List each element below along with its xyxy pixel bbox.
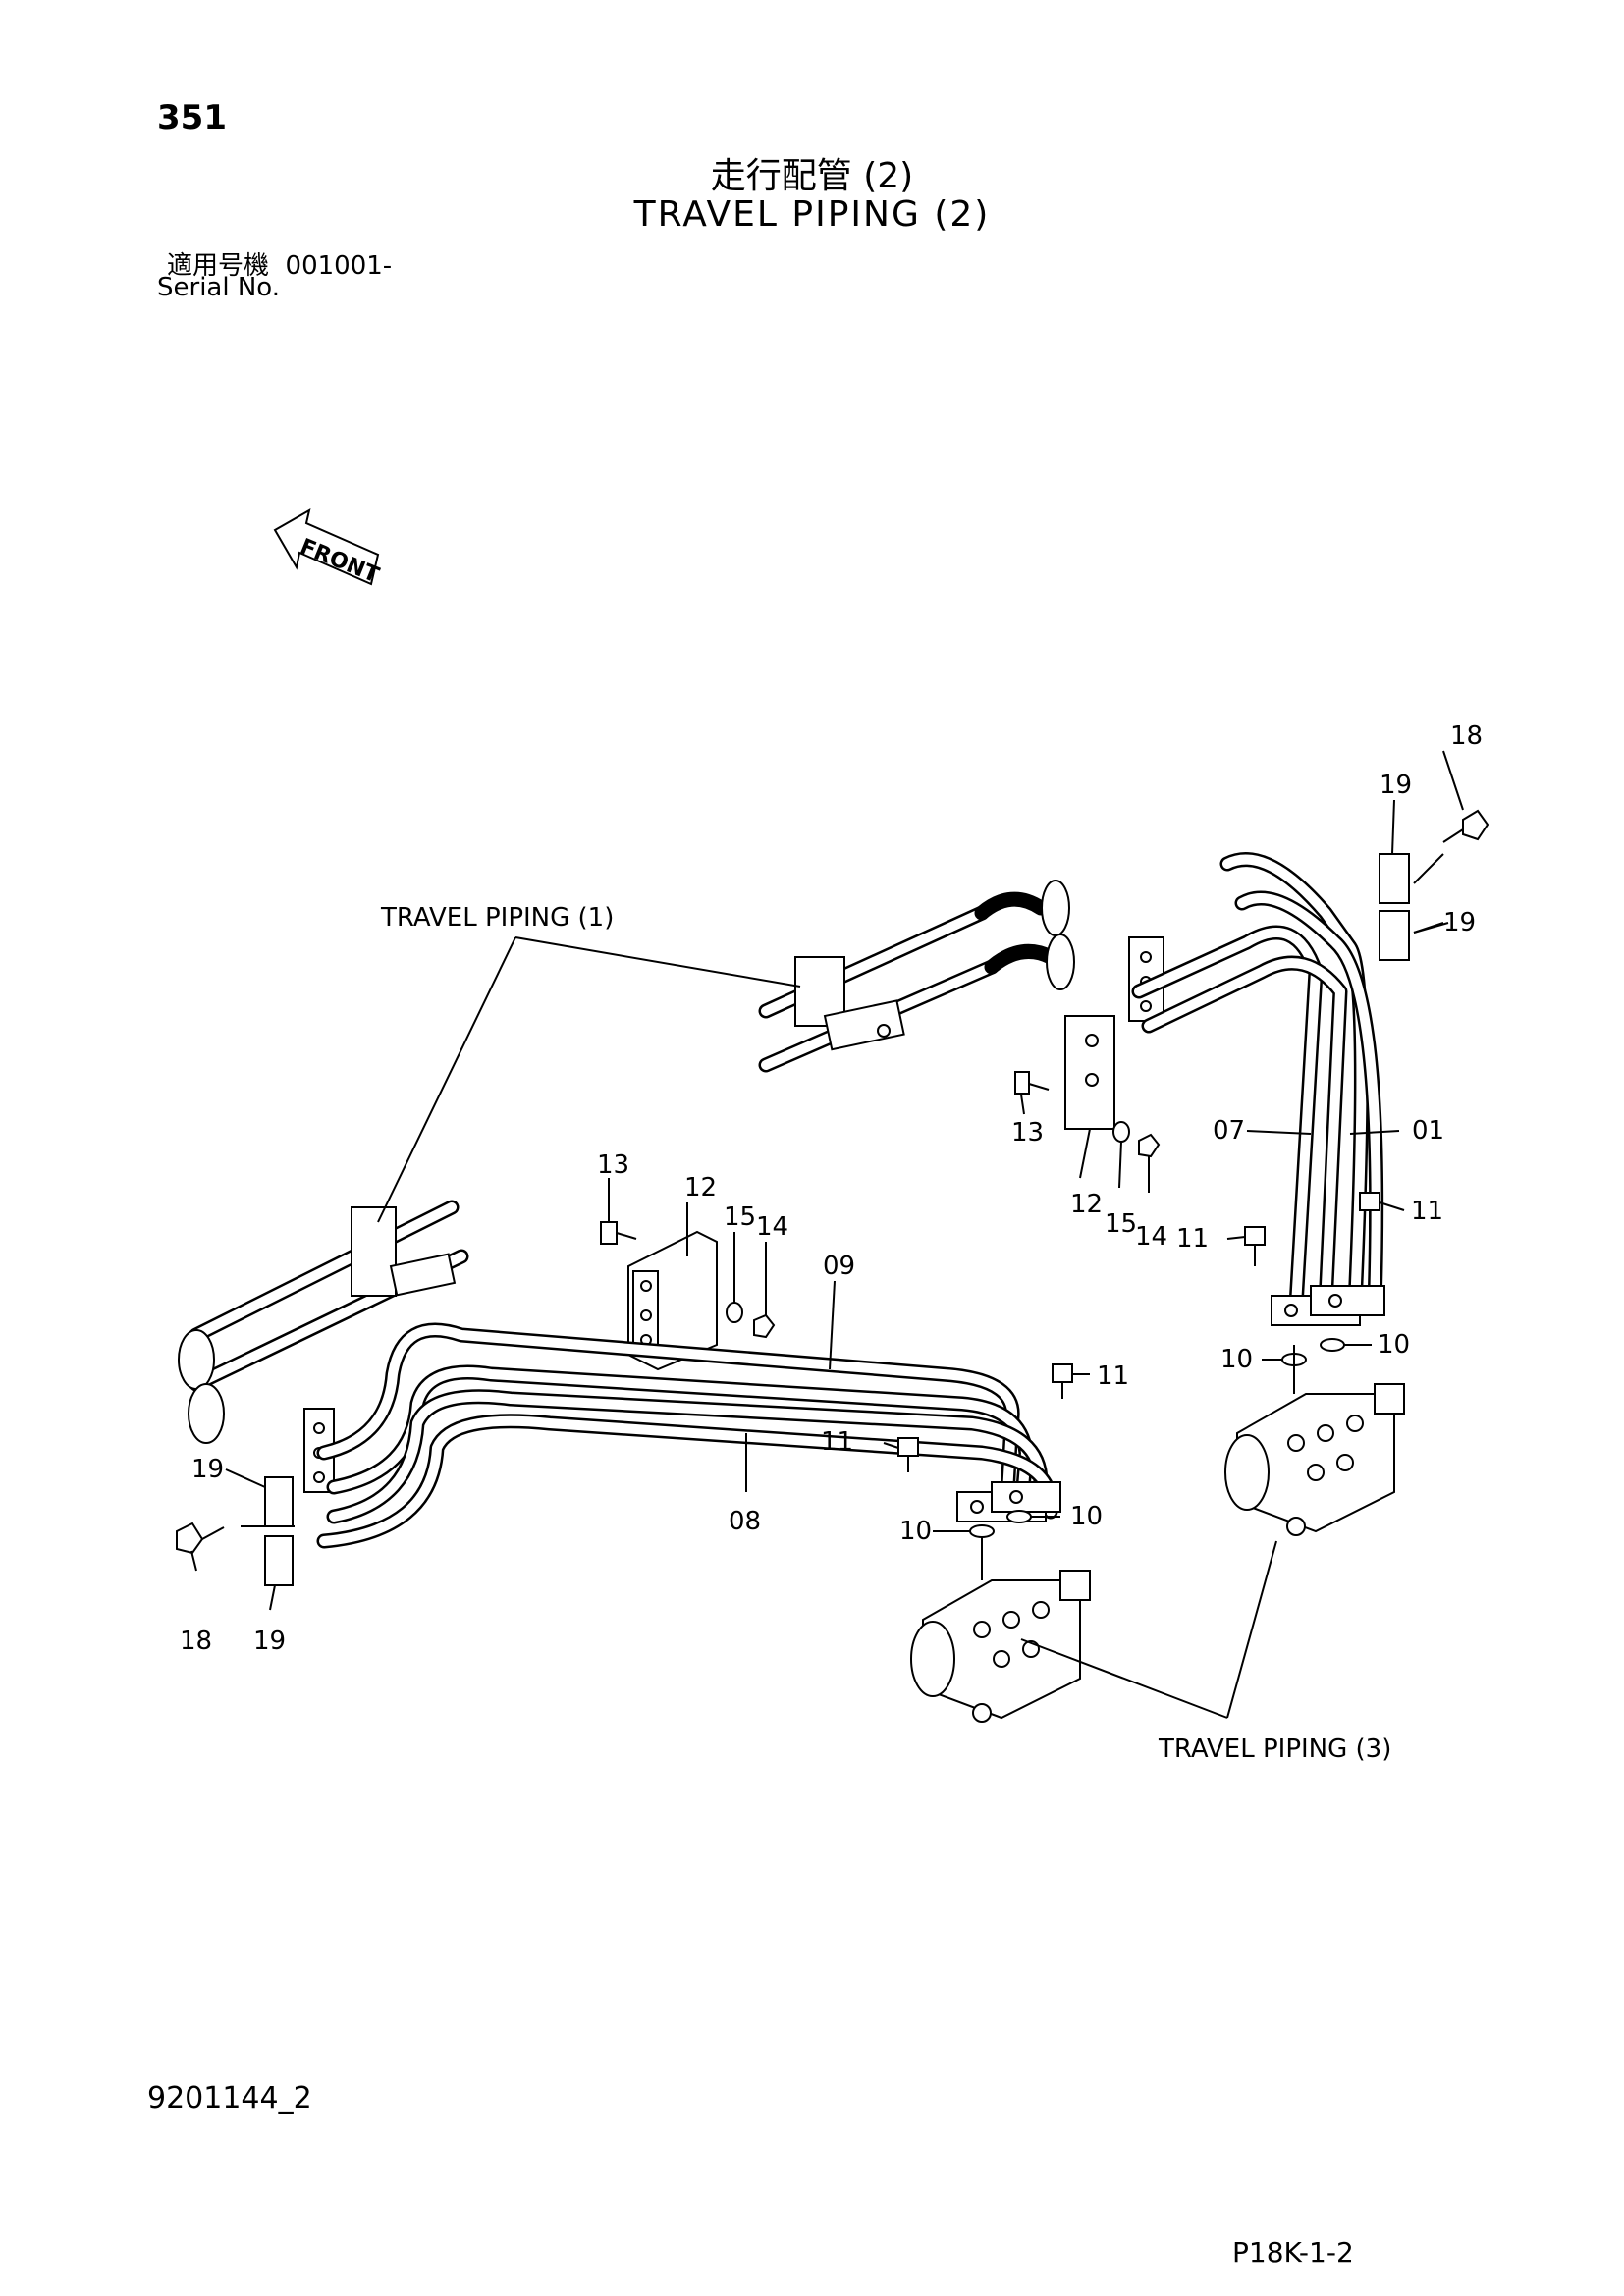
callout-15-upper: 15 [1105, 1209, 1137, 1239]
callout-11-upper-a: 11 [1176, 1224, 1209, 1254]
serial-label-japanese: 適用号機 [167, 251, 270, 281]
callout-18-lower: 18 [180, 1627, 212, 1656]
sheet-code: P18K-1-2 [1232, 2236, 1354, 2269]
callout-10-lower-b: 10 [1070, 1502, 1103, 1531]
upper-bolt-13 [1014, 1071, 1050, 1095]
callout-10-lower-a: 10 [899, 1517, 932, 1546]
lower-bolt-11a [897, 1437, 919, 1472]
o-ring-10c [969, 1524, 995, 1538]
callout-09: 09 [823, 1252, 855, 1281]
callout-01: 01 [1412, 1116, 1444, 1146]
upper-control-valve [1224, 1383, 1405, 1536]
pipe-01-07 [1131, 852, 1384, 1313]
callout-19-upper-b: 19 [1443, 908, 1476, 937]
reference-travel-piping-3: TRAVEL PIPING (3) [1158, 1735, 1391, 1764]
upper-washer-15 [1112, 1121, 1130, 1143]
callout-18-upper: 18 [1450, 721, 1483, 751]
title-english: TRAVEL PIPING (2) [633, 194, 991, 235]
upper-clamp-set [1379, 853, 1444, 961]
page-number: 351 [157, 98, 227, 137]
pipe-08-09 [316, 1322, 1058, 1549]
callout-11-upper-b: 11 [1411, 1197, 1443, 1226]
callout-11-lower-a: 11 [821, 1427, 853, 1457]
title-japanese: 走行配管 (2) [710, 156, 914, 196]
callout-10-upper-a: 10 [1220, 1345, 1253, 1374]
o-ring-10d [1006, 1510, 1032, 1523]
callout-08: 08 [729, 1507, 761, 1536]
front-arrow-icon: FRONT [273, 507, 382, 588]
lower-washer-15 [726, 1302, 743, 1323]
callout-12-lower: 12 [684, 1173, 717, 1202]
callout-07: 07 [1213, 1116, 1245, 1146]
lower-clamp-set [241, 1476, 295, 1586]
callout-13-lower: 13 [597, 1150, 629, 1180]
upper-bolt-11b [1359, 1192, 1380, 1237]
upper-tube-assembly [758, 880, 1075, 1073]
lower-bolt-11b [1052, 1363, 1073, 1399]
upper-bolt-18 [1442, 809, 1489, 843]
callout-12-upper: 12 [1070, 1190, 1103, 1219]
callout-14-upper: 14 [1135, 1222, 1167, 1252]
document-code: 9201144_2 [147, 2081, 312, 2115]
upper-bolt-11a [1244, 1226, 1266, 1266]
serial-label-english: Serial No. [157, 273, 280, 302]
lower-control-valve [910, 1570, 1091, 1723]
lower-nut-14 [753, 1313, 776, 1339]
lower-bolt-13 [600, 1221, 637, 1245]
callout-11-lower-b: 11 [1097, 1362, 1129, 1391]
o-ring-10b [1320, 1338, 1345, 1352]
upper-nut-14 [1138, 1133, 1161, 1158]
callout-10-upper-b: 10 [1378, 1330, 1410, 1360]
callout-14-lower: 14 [756, 1212, 788, 1242]
callout-13-upper: 13 [1011, 1118, 1044, 1148]
lower-bolt-18 [176, 1522, 225, 1555]
serial-info-japanese: 適用号機 001001- [167, 245, 392, 282]
callout-19-upper-a: 19 [1380, 771, 1412, 800]
callout-19-lower-a: 19 [191, 1455, 224, 1484]
reference-travel-piping-1: TRAVEL PIPING (1) [380, 903, 614, 933]
serial-value: 001001- [285, 251, 393, 281]
callout-19-lower-b: 19 [253, 1627, 286, 1656]
upper-flange [1271, 1285, 1385, 1326]
callout-15-lower: 15 [724, 1202, 756, 1232]
leader-lines [190, 750, 1464, 1719]
lower-tube-assembly [178, 1200, 469, 1444]
upper-bracket [1064, 1015, 1115, 1130]
lower-flange [956, 1481, 1061, 1522]
